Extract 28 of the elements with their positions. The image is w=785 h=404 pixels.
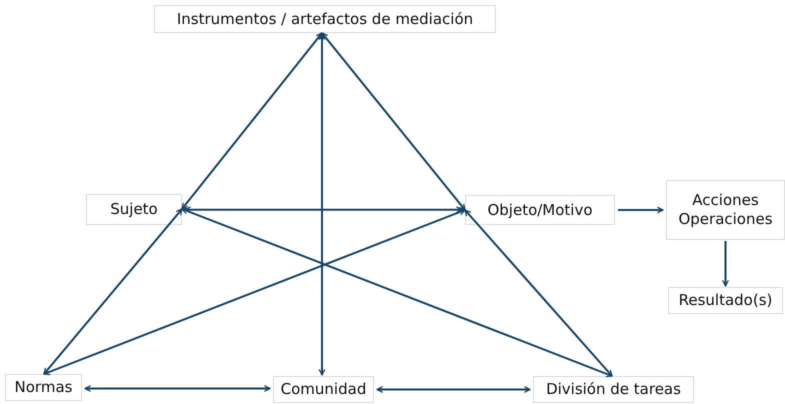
label-box [154, 5, 496, 33]
node-label: División de tareas [546, 380, 681, 399]
arrow [618, 206, 664, 214]
arrow [318, 33, 326, 376]
label-box [86, 194, 182, 225]
arrow [43, 208, 183, 375]
node-label: Sujeto [110, 200, 158, 219]
node-label: Acciones Operaciones [677, 191, 774, 229]
node-label: Resultado(s) [678, 291, 772, 310]
label-box [533, 376, 694, 403]
node-label: Instrumentos / artefactos de mediación [176, 10, 474, 28]
arrow [376, 386, 531, 393]
label-box [666, 180, 785, 240]
arrow [84, 385, 271, 392]
arrow [321, 32, 466, 211]
arrow [181, 208, 613, 378]
arrow [464, 209, 613, 377]
label-box [668, 287, 783, 314]
label-box [273, 376, 374, 403]
node-label: Normas [14, 378, 72, 397]
node-label: Objeto/Motivo [487, 200, 593, 220]
arrow [181, 32, 323, 210]
node-label: Comunidad [280, 380, 366, 399]
label-box [5, 374, 82, 401]
arrow [722, 241, 729, 287]
label-box [465, 195, 615, 225]
arrow [184, 206, 463, 214]
arrow [43, 208, 466, 376]
